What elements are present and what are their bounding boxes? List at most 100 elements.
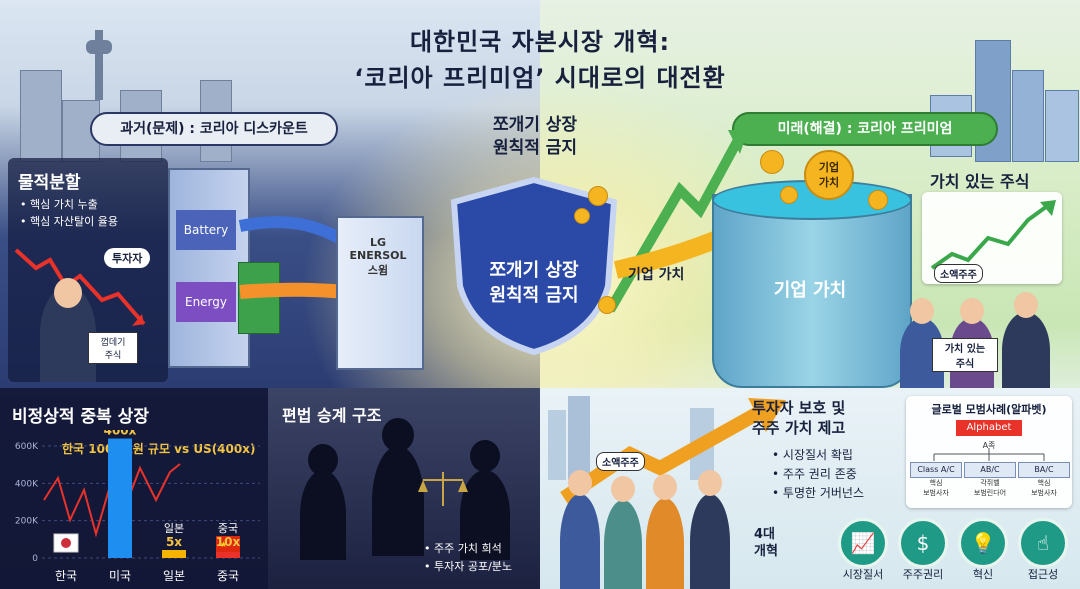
page-title-line1: 대한민국 자본시장 개혁: [409, 28, 671, 56]
past-header: 과거(문제) : 코리아 디스카운트 [90, 112, 338, 146]
lightbulb-icon: 💡 [958, 518, 1008, 568]
building-silhouette [568, 396, 590, 480]
reform-label-1: 시장질서 [842, 568, 884, 581]
valuable-heading: 가치 있는 주식 [930, 172, 1030, 191]
building-silhouette [1045, 90, 1079, 162]
page-title-line2: ‘코리아 프리미엄’ 시대로의 대전환 [354, 64, 726, 92]
alphabet-box: Alphabet [956, 420, 1022, 436]
succession-heading: 편법 승계 구조 [282, 406, 382, 425]
tower-silhouette [95, 30, 103, 100]
bar-name-label-3: 중국 [218, 522, 238, 535]
investor-figure [560, 494, 600, 589]
shell-stock-sign: 껍데기 주식 [88, 332, 138, 364]
silhouette-head [308, 444, 338, 476]
y-tick-label: 600K [15, 442, 39, 452]
rising-chart [930, 200, 1056, 270]
coin [574, 208, 590, 224]
global-heading: 글로벌 모범사례(알파벳) [931, 403, 1047, 416]
category-label-0: 한국 [55, 569, 77, 583]
tower-top [86, 40, 112, 54]
class-box-1: Class A/C [910, 462, 962, 478]
lg-building [336, 216, 424, 370]
hand-pointer-icon: ☝ [1018, 518, 1068, 568]
class-sub-2: 각쥐벨 보범린다어 [973, 479, 1007, 497]
protection-bullet-2: 주주 권리 존중 [772, 465, 857, 482]
tank-label: 기업 가치 [773, 280, 847, 301]
investor-head [568, 470, 592, 496]
shareholder-head [960, 298, 984, 324]
silhouette-head [470, 440, 500, 472]
y-tick-label: 200K [15, 517, 39, 527]
data-label-1: 400x [104, 430, 137, 438]
china-flag-icon [216, 536, 240, 552]
investor-head [653, 474, 677, 500]
bar-3 [216, 550, 240, 558]
org-connector [933, 448, 1045, 461]
bar-1 [108, 438, 132, 558]
shareholder-head [1014, 292, 1038, 318]
parent-building [168, 168, 250, 368]
data-label-2: 5x [166, 535, 182, 549]
protection-bullet-1: 시장질서 확립 [772, 446, 853, 463]
alphabet-sub: A족 [982, 441, 996, 450]
coin [868, 190, 888, 210]
duplicate-heading: 비정상적 중복 상장 [12, 407, 149, 427]
silhouette-head [382, 418, 414, 452]
coin [760, 150, 784, 174]
protection-bullet-3: 투명한 거버넌스 [772, 484, 864, 501]
investor-head [54, 278, 82, 308]
reform-label-4: 접근성 [1027, 568, 1059, 581]
building-silhouette [548, 410, 566, 480]
silhouette-figure [372, 446, 424, 556]
class-sub-1: 핵심 보범사자 [923, 479, 949, 497]
shareholder-figure [1002, 312, 1050, 388]
protection-heading: 투자자 보호 및 주주 가치 제고 [752, 399, 846, 437]
building-silhouette [1012, 70, 1044, 162]
category-label-3: 중국 [217, 569, 239, 583]
valuable-sign: 가치 있는 주식 [932, 338, 998, 372]
class-box-3: BA/C [1018, 462, 1070, 478]
reform-label-3: 혁신 [972, 568, 994, 581]
y-tick-label: 0 [32, 554, 38, 564]
investor-head [698, 470, 722, 496]
split-bullet-2: 핵심 자산탈이 율용 [20, 213, 118, 229]
future-header: 미래(해결) : 코리아 프리미엄 [732, 112, 998, 146]
investor-figure [690, 494, 730, 589]
battery-label: Battery [176, 210, 236, 250]
investor-head [611, 476, 635, 502]
succession-bullet-2: 투자자 공포/분노 [424, 558, 512, 574]
chart-up-icon: 📈 [838, 518, 888, 568]
investor-figure [646, 498, 684, 589]
shield-top-label: 쪼개기 상장 원칙적 금지 [492, 115, 578, 158]
shield-center-label: 쪼개기 상장 원칙적 금지 [489, 260, 579, 306]
reform-label-2: 주주권리 [902, 568, 944, 581]
coin [598, 296, 616, 314]
minority-tag-right: 소액주주 [934, 264, 983, 283]
coin [588, 186, 608, 206]
flow-label: 기업 가치 [628, 267, 685, 283]
bar-name-label-2: 일본 [164, 521, 184, 535]
minority-tag-bottom: 소액주주 [596, 452, 645, 471]
y-tick-label: 400K [15, 479, 39, 489]
bar-2 [162, 550, 186, 558]
split-heading: 물적분할 [18, 173, 81, 193]
category-label-1: 미국 [109, 569, 131, 583]
building-silhouette [20, 70, 62, 162]
lg-sign: LG ENERSOL 스윔 [349, 236, 407, 277]
flag-circle [61, 538, 71, 548]
investor-figure [604, 500, 642, 589]
silhouette-figure [300, 470, 346, 560]
class-sub-3: 핵심 보범사자 [1031, 479, 1057, 497]
class-box-2: AB/C [964, 462, 1016, 478]
growth-arrow-bottom [560, 398, 786, 504]
flag-star: ★ [220, 540, 227, 549]
succession-bullet-1: 주주 가치 희석 [424, 540, 502, 556]
shareholder-head [910, 298, 934, 324]
energy-label: Energy [176, 282, 236, 322]
money-hand-icon: $ [898, 518, 948, 568]
category-label-2: 일본 [163, 569, 185, 583]
split-bullet-1: 핵심 가치 누출 [20, 196, 98, 212]
reforms-heading: 4대 개혁 [754, 527, 778, 559]
data-label-3: 10x [216, 535, 241, 549]
